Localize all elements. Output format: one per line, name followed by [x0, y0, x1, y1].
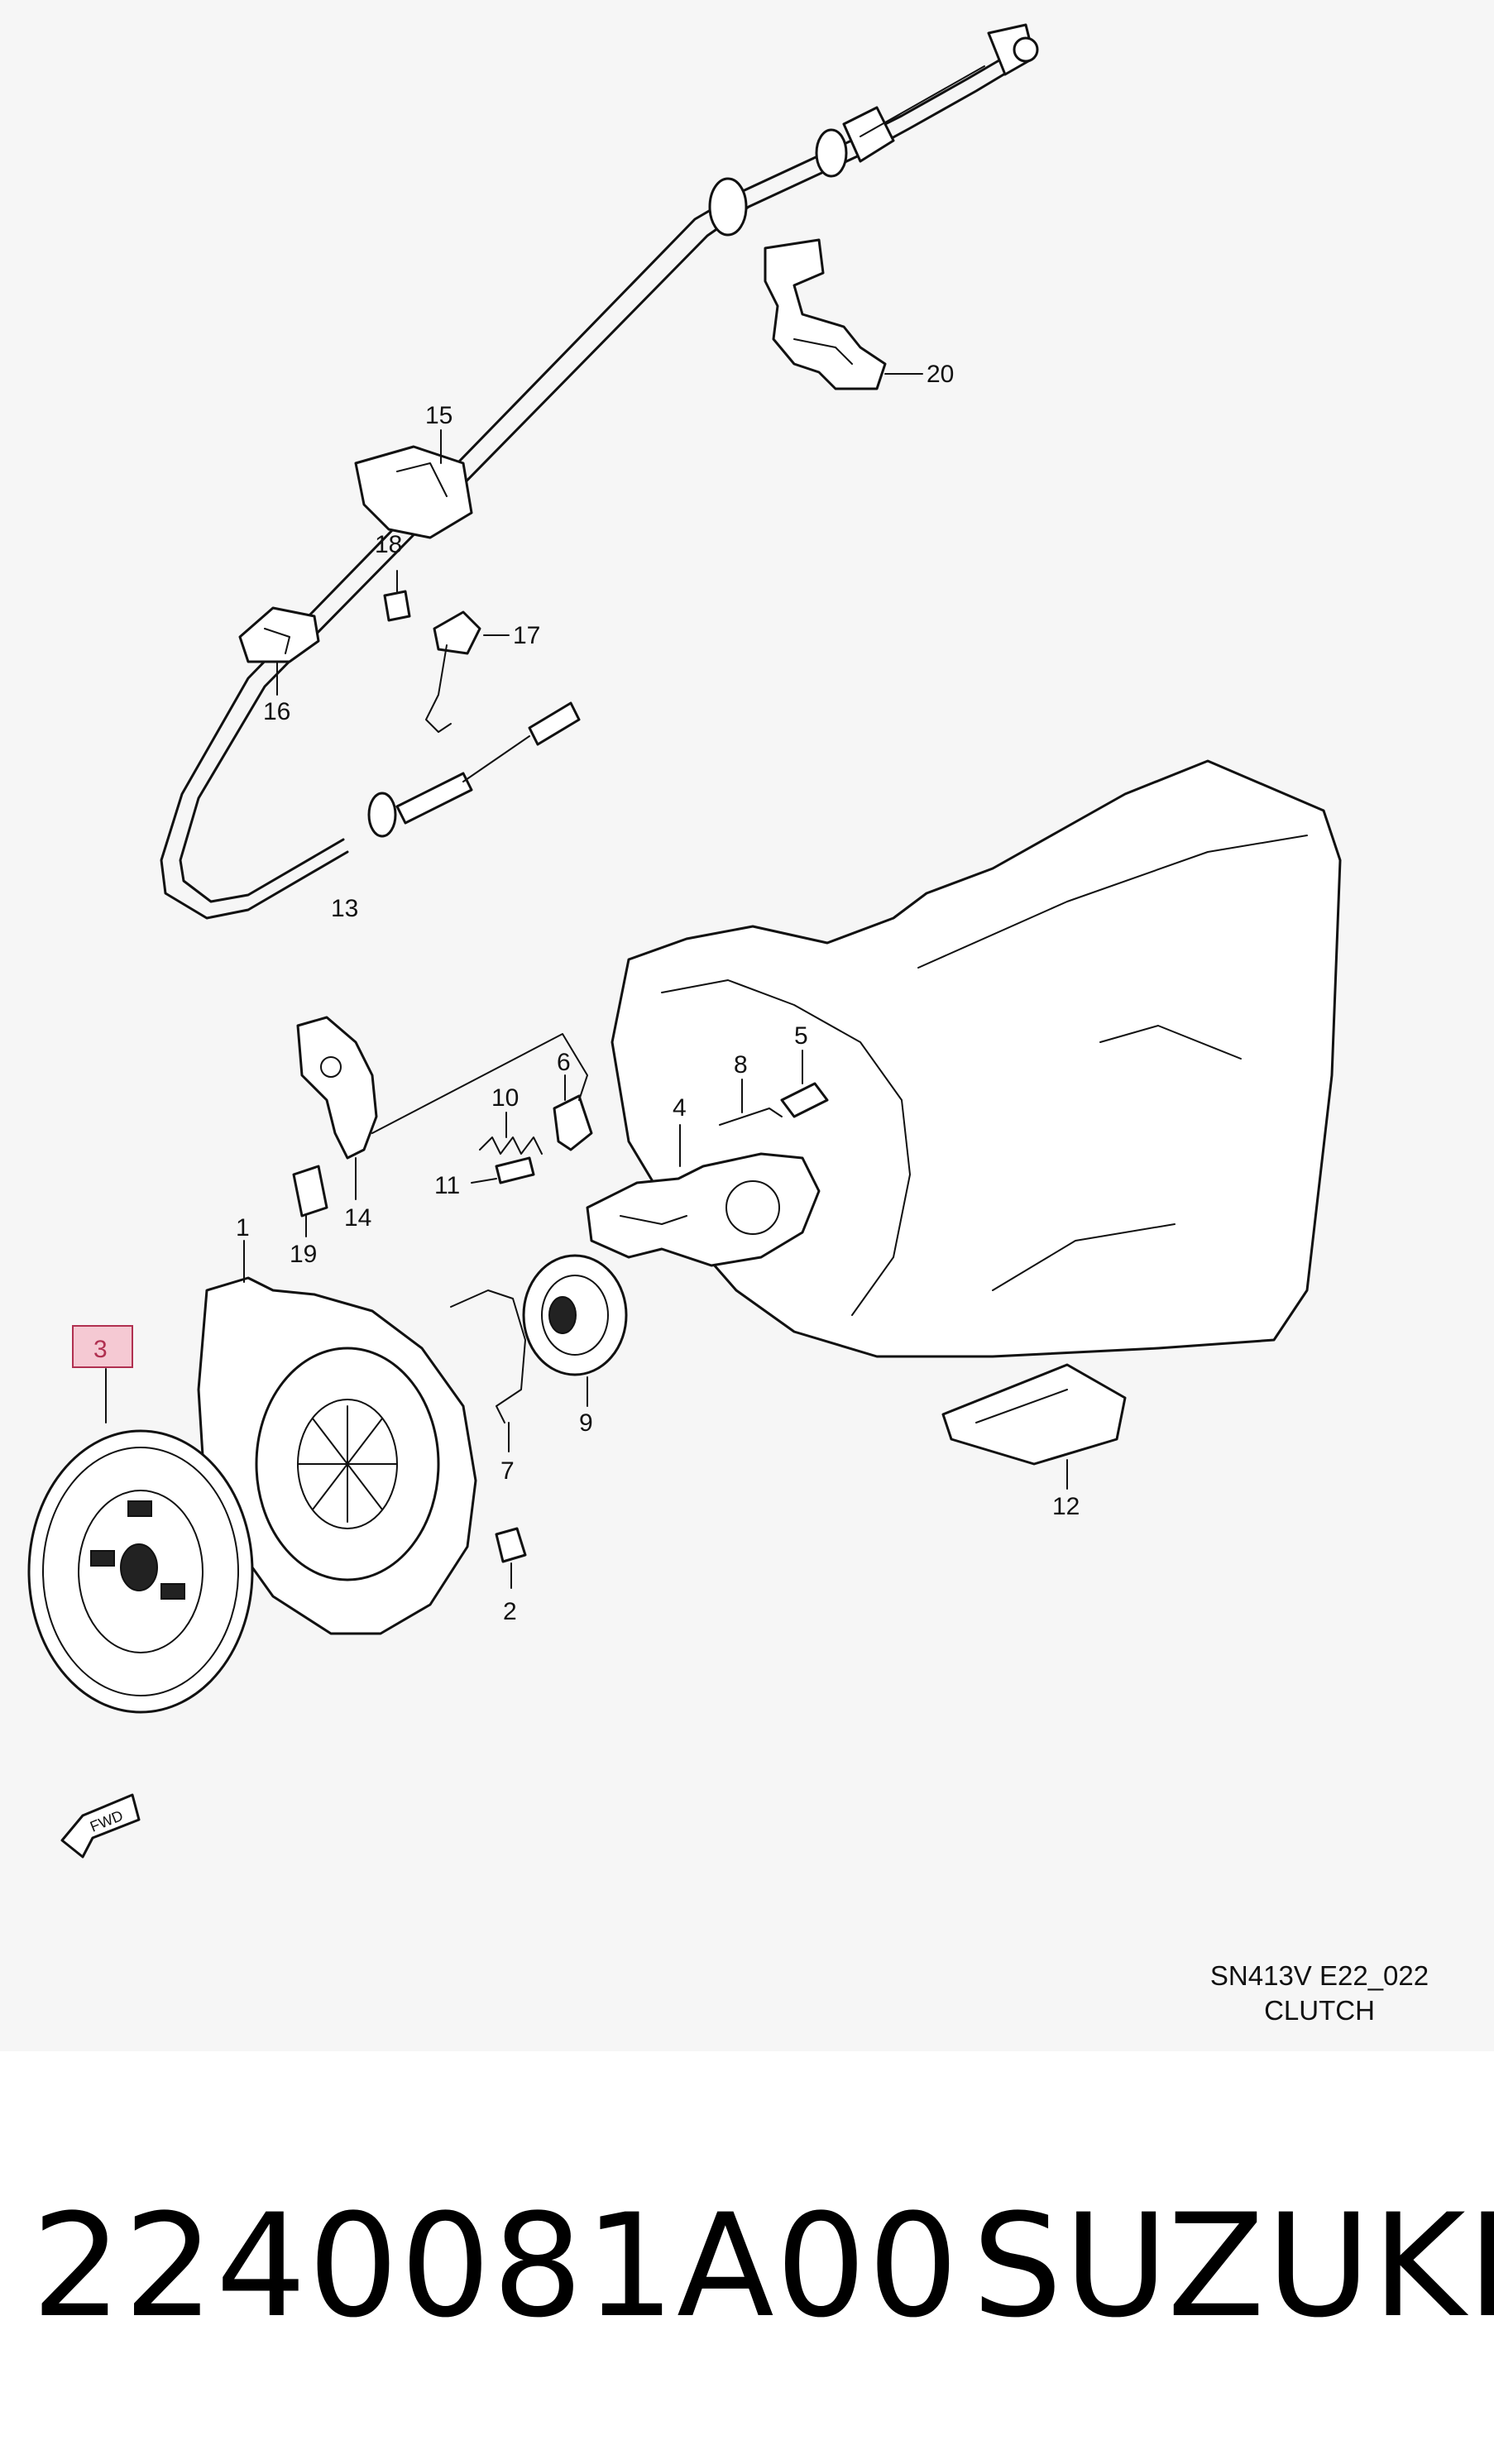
release-bearing-9 [522, 1254, 628, 1407]
bolt-18 [383, 570, 411, 622]
clutch-cable [160, 23, 1039, 920]
brand-name: SUZUKI [972, 2183, 1494, 2349]
callout-19: 19 [290, 1241, 317, 1268]
callout-5: 5 [794, 1022, 808, 1050]
callout-1: 1 [236, 1214, 250, 1242]
callout-7: 7 [500, 1457, 515, 1485]
callout-9: 9 [579, 1409, 593, 1437]
callout-12: 12 [1052, 1493, 1080, 1520]
callout-4: 4 [673, 1094, 687, 1122]
reference-code: SN413V E22_022 [1209, 1960, 1429, 1991]
transmission-housing [611, 759, 1342, 1358]
clutch-exploded-view: FWD 1 2 3 4 5 6 7 8 9 10 11 12 13 14 15 … [27, 23, 1342, 1859]
callout-6: 6 [557, 1049, 571, 1076]
bracket-16 [238, 606, 320, 696]
cable-holder-20 [764, 238, 923, 390]
spring-10 [479, 1112, 543, 1155]
callout-17: 17 [513, 622, 540, 649]
bolt-19 [292, 1165, 328, 1237]
callout-20: 20 [927, 361, 954, 388]
callout-18: 18 [375, 531, 402, 558]
highlight-box [72, 1325, 133, 1368]
bracket-6 [553, 1074, 593, 1151]
callout-15: 15 [425, 402, 453, 429]
callout-3[interactable]: 3 [93, 1336, 108, 1363]
part-number: 2240081A00 [31, 2183, 960, 2349]
reference-section: CLUTCH [1264, 1995, 1375, 2026]
cable-clip-15 [354, 429, 473, 539]
spring-clip-17 [425, 610, 510, 733]
callout-8: 8 [734, 1051, 748, 1079]
callout-16: 16 [263, 698, 290, 725]
wire-clip-7 [450, 1289, 526, 1452]
clutch-disc-3 [27, 1368, 254, 1714]
pressure-plate-1 [197, 1240, 477, 1635]
callout-11: 11 [434, 1172, 460, 1199]
bolt-11 [471, 1156, 535, 1184]
callout-14: 14 [344, 1204, 371, 1232]
switch-5 [780, 1050, 829, 1118]
callout-2: 2 [503, 1598, 517, 1625]
parts-diagram: FWD 1 2 3 4 5 6 7 8 9 10 11 12 13 14 15 … [27, 23, 1456, 2028]
callout-13: 13 [331, 895, 358, 922]
release-fork-4 [586, 1124, 821, 1267]
lever-14 [296, 1016, 588, 1200]
cover-12 [941, 1363, 1127, 1490]
diagram-reference: SN413V E22_022 CLUTCH [1183, 1959, 1456, 2028]
bolt-2 [495, 1527, 527, 1589]
fwd-arrow-icon: FWD [60, 1793, 141, 1859]
callout-10: 10 [491, 1084, 519, 1112]
clip-8 [719, 1079, 783, 1126]
